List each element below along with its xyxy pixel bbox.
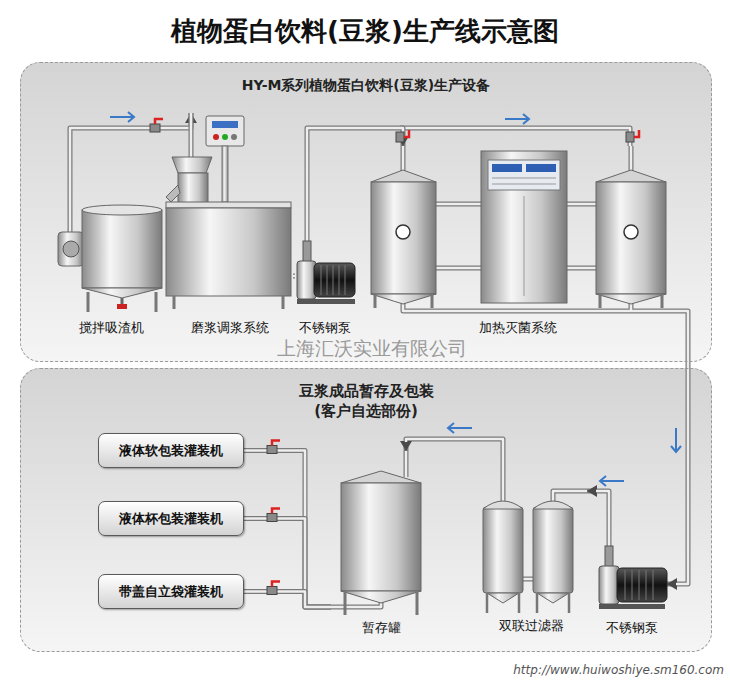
pump-illustration	[599, 546, 667, 609]
website-url: http://www.huiwoshiye.sm160.com	[513, 663, 724, 677]
section-panel: 豆浆成品暂存及包装 (客户自选部份) 液体软包装灌装机液体杯包装灌装机带盖自立袋灌…	[20, 368, 712, 652]
machine-name: 液体软包装灌装机	[119, 443, 223, 459]
filler-machine-box: 带盖自立袋灌装机	[98, 574, 244, 609]
pipe-highlight	[244, 519, 331, 608]
equipment-label: 双联过滤器	[499, 618, 564, 634]
equipment-illustration	[56, 196, 166, 336]
equipment-unit: 双联过滤器	[475, 479, 587, 634]
pipe-outline	[293, 274, 295, 279]
label-holder: http://www.huiwoshiye.sm160.com	[513, 659, 724, 678]
equipment-label: 搅拌吸渣机	[79, 320, 144, 336]
pipe-highlight	[406, 439, 503, 479]
pipe-outline	[406, 439, 503, 479]
pipe-connector	[70, 113, 191, 196]
equipment-label: 加热灭菌系统	[479, 320, 557, 336]
sterilizer-illustration	[371, 146, 673, 311]
equipment-label: 暂存罐	[362, 620, 401, 636]
label-holder: 上海汇沃实业有限公司	[132, 338, 612, 359]
pipe-outline	[587, 491, 609, 546]
filler-machine-box: 液体软包装灌装机	[98, 433, 244, 468]
pump-illustration	[297, 241, 355, 304]
equipment-illustration	[475, 479, 587, 634]
machine-name: 带盖自立袋灌装机	[119, 584, 223, 600]
equipment-unit: 不锈钢泵	[295, 241, 355, 336]
title-bar: 植物蛋白饮料(豆浆)生产线示意图	[0, 14, 730, 48]
machine-name: 液体杯包装灌装机	[119, 511, 223, 527]
panel-heading: 豆浆成品暂存及包装 (客户自选部份)	[296, 381, 437, 421]
filler-machine-box: 液体杯包装灌装机	[98, 501, 244, 536]
pipe-outline	[667, 311, 688, 584]
equipment-label: 不锈钢泵	[299, 320, 351, 336]
pipe-connector	[244, 451, 331, 608]
pipe-highlight	[293, 275, 295, 278]
mixer-tank-illustration	[58, 196, 162, 312]
company-watermark: 上海汇沃实业有限公司	[277, 337, 467, 359]
pipe-highlight	[596, 491, 609, 546]
pipe-connector	[406, 439, 503, 479]
equipment-label: 磨浆调浆系统	[191, 320, 269, 336]
flow-arrow	[110, 112, 681, 486]
pipe-connector	[667, 311, 688, 584]
equipment-label: 不锈钢泵	[606, 620, 658, 636]
equipment-unit: 加热灭菌系统	[363, 146, 673, 336]
equipment-illustration	[166, 113, 293, 336]
equipment-illustration	[331, 451, 431, 636]
equipment-illustration	[363, 146, 673, 336]
pipe-highlight	[244, 451, 331, 608]
equipment-unit: 不锈钢泵	[597, 546, 667, 636]
pipe-connector	[244, 519, 331, 608]
duplex-filter-illustration	[483, 479, 587, 613]
diagram-title: 植物蛋白饮料(豆浆)生产线示意图	[171, 16, 559, 46]
pipe-connector	[587, 491, 609, 546]
section-panel: HY-M系列植物蛋白饮料(豆浆)生产设备搅拌吸渣机 磨浆调浆系统 不锈钢泵 加热灭菌系…	[20, 62, 712, 362]
panel-heading: HY-M系列植物蛋白饮料(豆浆)生产设备	[21, 75, 711, 95]
equipment-unit: 磨浆调浆系统	[166, 113, 293, 336]
pipe-outline	[70, 113, 191, 196]
equipment-unit: 暂存罐	[331, 451, 431, 636]
branch-pipe	[400, 128, 630, 146]
pipe-highlight	[244, 592, 331, 608]
equipment-unit: 搅拌吸渣机	[56, 196, 166, 336]
pipe-connector	[244, 592, 331, 608]
pipe-connector	[293, 276, 295, 277]
pipe-outline	[244, 451, 331, 608]
storage-tank-illustration	[331, 451, 421, 615]
pipe-outline	[244, 592, 331, 608]
pipe-outline	[244, 519, 331, 608]
grinder-illustration	[166, 113, 291, 309]
panel-ground	[20, 62, 712, 652]
